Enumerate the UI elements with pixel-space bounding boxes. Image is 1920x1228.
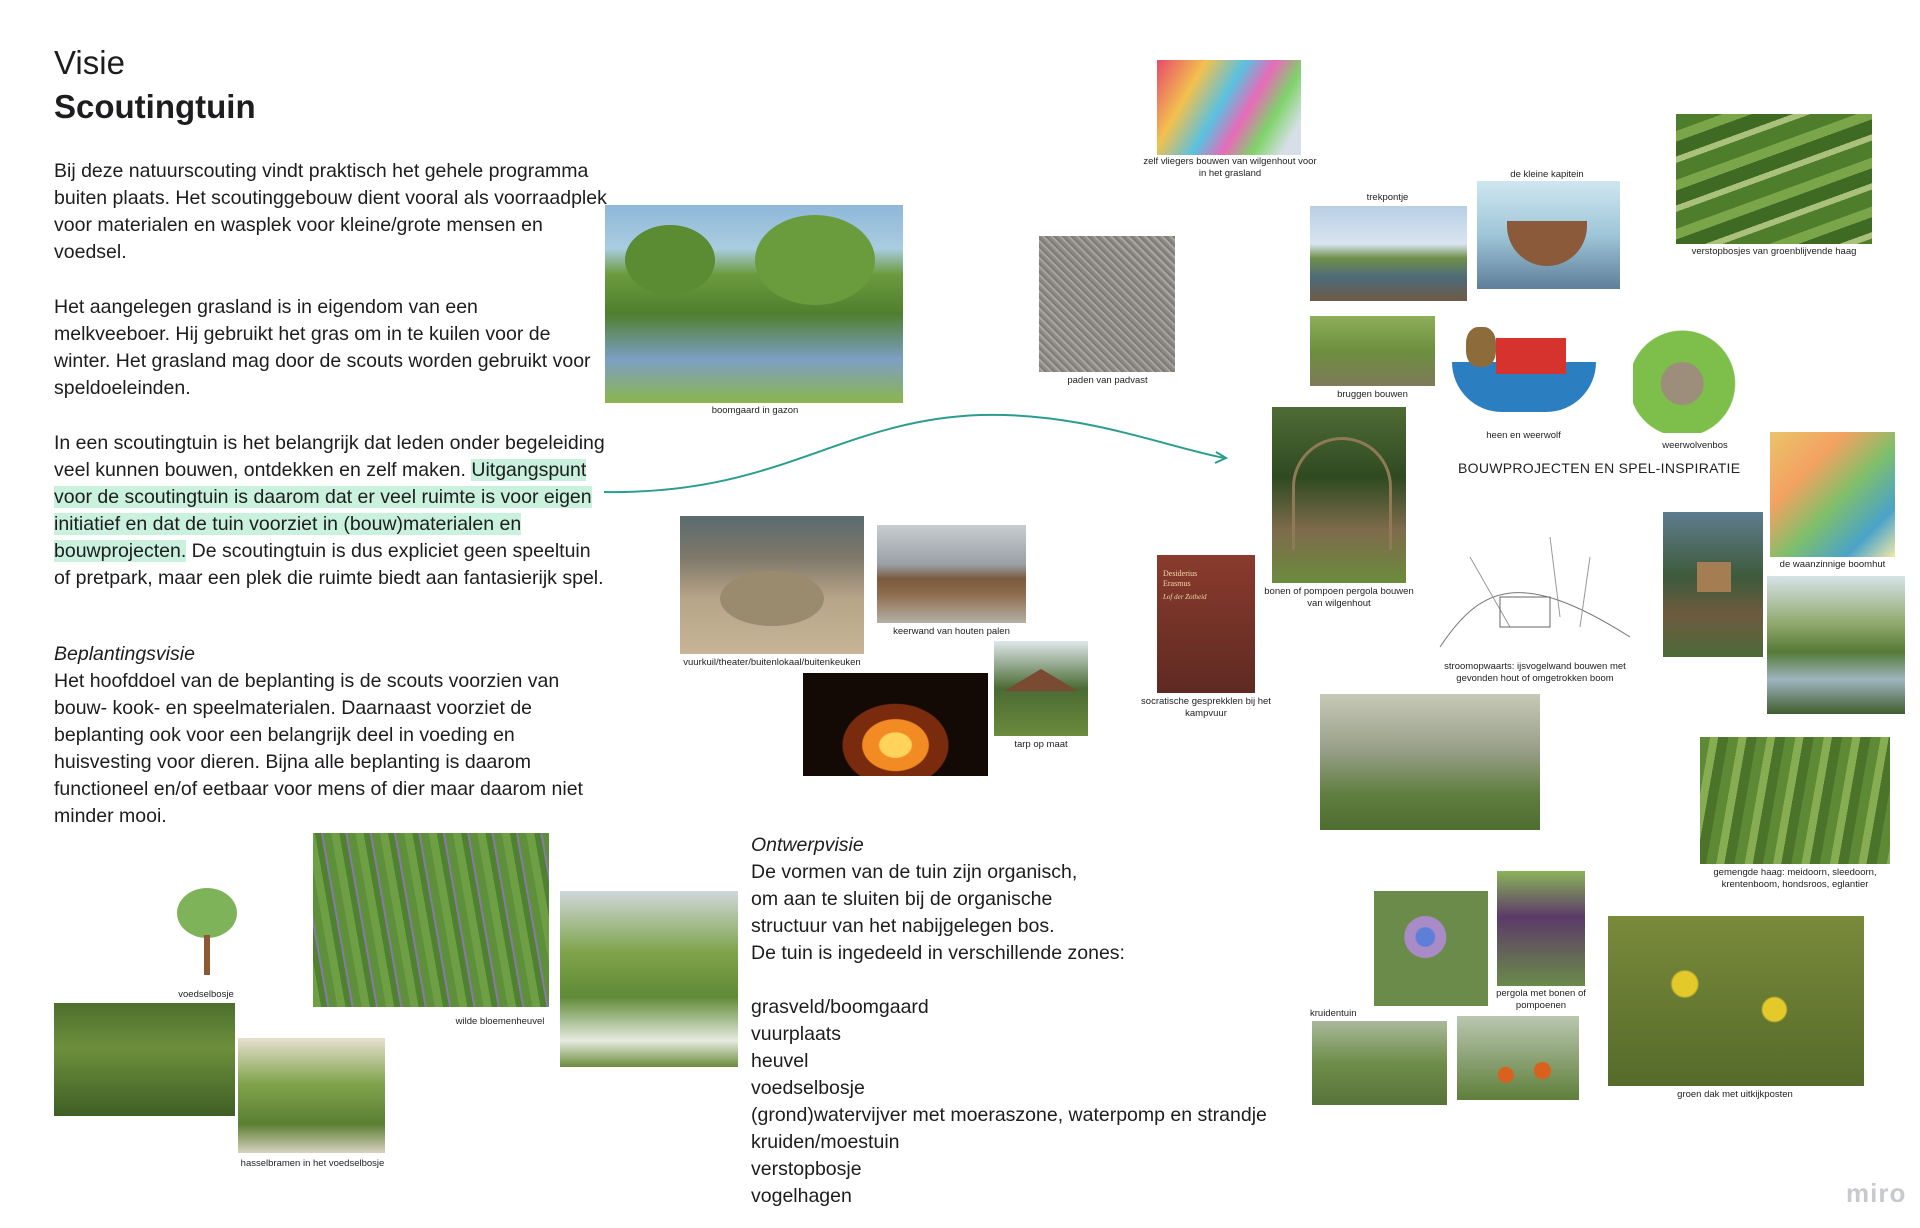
pumpkin-garden-photo	[1457, 1016, 1579, 1100]
design-lines: De vormen van de tuin zijn organisch, om…	[751, 859, 1267, 1210]
caption-tarp: tarp op maat	[1014, 739, 1068, 750]
food-forest-drawing	[157, 880, 257, 988]
caption-captain: de kleine kapitein	[1510, 169, 1584, 180]
book-cover: Desiderius Erasmus Lof der Zotheid	[1157, 555, 1255, 693]
caption-padvast: paden van padvast	[1067, 375, 1148, 386]
caption-orchard: boomgaard in gazon	[711, 405, 799, 416]
wildflower-meadow-photo	[313, 833, 549, 1007]
caption-werewolf-forest: weerwolvenbos	[1662, 440, 1728, 451]
caption-treehouse: de waanzinnige boomhut	[1779, 559, 1886, 570]
caption-riverbank: stroomopwaarts: ijsvogelwand bouwen met …	[1444, 661, 1626, 684]
tarp-photo	[994, 641, 1088, 736]
design-line: De tuin is ingedeeld in verschillende zo…	[751, 942, 1125, 964]
zone-item: (grond)watervijver met moeraszone, water…	[751, 1104, 1267, 1126]
zipline-photo	[1320, 694, 1540, 830]
caption-mixed-hedge: gemengde haag: meidoorn, sleedoorn, kren…	[1713, 867, 1877, 890]
gravel-path-photo	[1039, 236, 1175, 372]
intro-paragraph-2: Het aangelegen grasland is in eigendom v…	[54, 296, 591, 399]
caption-retaining-wall: keerwand van houten palen	[893, 626, 1010, 637]
herb-garden-photo	[1312, 1021, 1447, 1105]
book-title: Lof der Zotheid	[1163, 593, 1207, 601]
fire-pit-theater-photo	[680, 516, 864, 654]
retaining-wall-photo	[877, 525, 1026, 623]
caption-herb-garden: kruidentuin	[1310, 1008, 1357, 1019]
zone-item: vogelhagen	[751, 1185, 852, 1207]
page-title: Scoutingtuin	[54, 88, 256, 125]
caption-socratic: socratische gesprekklen bij het kampvuur	[1141, 696, 1271, 719]
bean-pergola-photo	[1497, 871, 1585, 986]
caption-fire-pit: vuurkuil/theater/buitenlokaal/buitenkeuk…	[683, 657, 861, 668]
mixed-hedge-photo	[1700, 737, 1890, 864]
connector-arrow	[603, 413, 1229, 494]
intro-paragraph-3: In een scoutingtuin is het belangrijk da…	[54, 430, 609, 592]
borage-flowers-photo	[1374, 891, 1488, 1006]
riverbank-sketch	[1430, 527, 1640, 657]
design-line: structuur van het nabijgelegen bos.	[751, 915, 1055, 937]
intro-paragraph-1: Bij deze natuurscouting vindt praktisch …	[54, 160, 607, 263]
caption-bridge: bruggen bouwen	[1337, 389, 1408, 400]
zone-item: grasveld/boomgaard	[751, 996, 929, 1018]
willow-pergola-photo	[1272, 407, 1406, 583]
caption-green-roof: groen dak met uitkijkposten	[1677, 1089, 1793, 1100]
caption-wildflower: wilde bloemenheuvel	[455, 1016, 545, 1027]
zone-item: verstopbosje	[751, 1158, 862, 1180]
food-forest-photo	[54, 1003, 235, 1116]
zone-item: voedselbosje	[751, 1077, 865, 1099]
hazel-blackberry-illustration	[238, 1038, 385, 1153]
design-heading: Ontwerpvisie	[751, 834, 864, 856]
zone-item: vuurplaats	[751, 1023, 841, 1045]
spacer	[751, 967, 1267, 994]
planting-text: Het hoofddoel van de beplanting is de sc…	[54, 670, 583, 827]
kites-photo	[1157, 60, 1301, 155]
intro-p3-end: De scoutingtuin is dus expliciet geen sp…	[54, 540, 604, 589]
intro-p3-start: In een scoutingtuin is het belangrijk da…	[54, 432, 605, 481]
caption-bean-pergola: pergola met bonen of pompoenen	[1496, 988, 1586, 1011]
miro-logo[interactable]: miro	[1846, 1178, 1907, 1208]
zone-item: kruiden/moestuin	[751, 1131, 900, 1153]
werewolf-forest-illustration	[1633, 323, 1756, 433]
design-line: De vormen van de tuin zijn organisch,	[751, 861, 1078, 883]
caption-hedge-maze: verstopbosjes van groenblijvende haag	[1691, 246, 1857, 257]
planting-heading: Beplantingsvisie	[54, 643, 195, 665]
flower-hill-photo	[560, 891, 738, 1067]
sketch-drawing	[1439, 536, 1631, 648]
zone-item: heuvel	[751, 1050, 809, 1072]
orchard-photo	[605, 205, 903, 403]
design-line: om aan te sluiten bij de organische	[751, 888, 1053, 910]
page-title-prefix: Visie	[54, 44, 125, 81]
caption-willow-pergola: bonen of pompoen pergola bouwen van wilg…	[1264, 586, 1414, 609]
treehouse-photo	[1663, 512, 1763, 657]
hedge-maze-photo	[1676, 114, 1872, 244]
campfire-photo	[803, 673, 988, 776]
bridge-photo	[1310, 316, 1435, 386]
swing-lake-photo	[1767, 576, 1905, 714]
caption-ferry: trekpontje	[1366, 192, 1409, 203]
caption-werewolf-boat: heen en weerwolf	[1486, 430, 1561, 441]
caption-food-forest: voedselbosje	[178, 989, 234, 1000]
caption-hazel: hasselbramen in het voedselbosje	[240, 1158, 385, 1169]
treehouse-illustration	[1770, 432, 1895, 557]
green-roof-photo	[1608, 916, 1864, 1086]
caption-kites: zelf vliegers bouwen van wilgenhout voor…	[1143, 156, 1317, 179]
section-label: BOUWPROJECTEN EN SPEL-INSPIRATIE	[1458, 460, 1741, 476]
captain-illustration	[1477, 181, 1620, 289]
book-author: Desiderius Erasmus	[1163, 569, 1198, 588]
ferry-photo	[1310, 206, 1467, 301]
werewolf-boat-illustration	[1446, 312, 1602, 424]
